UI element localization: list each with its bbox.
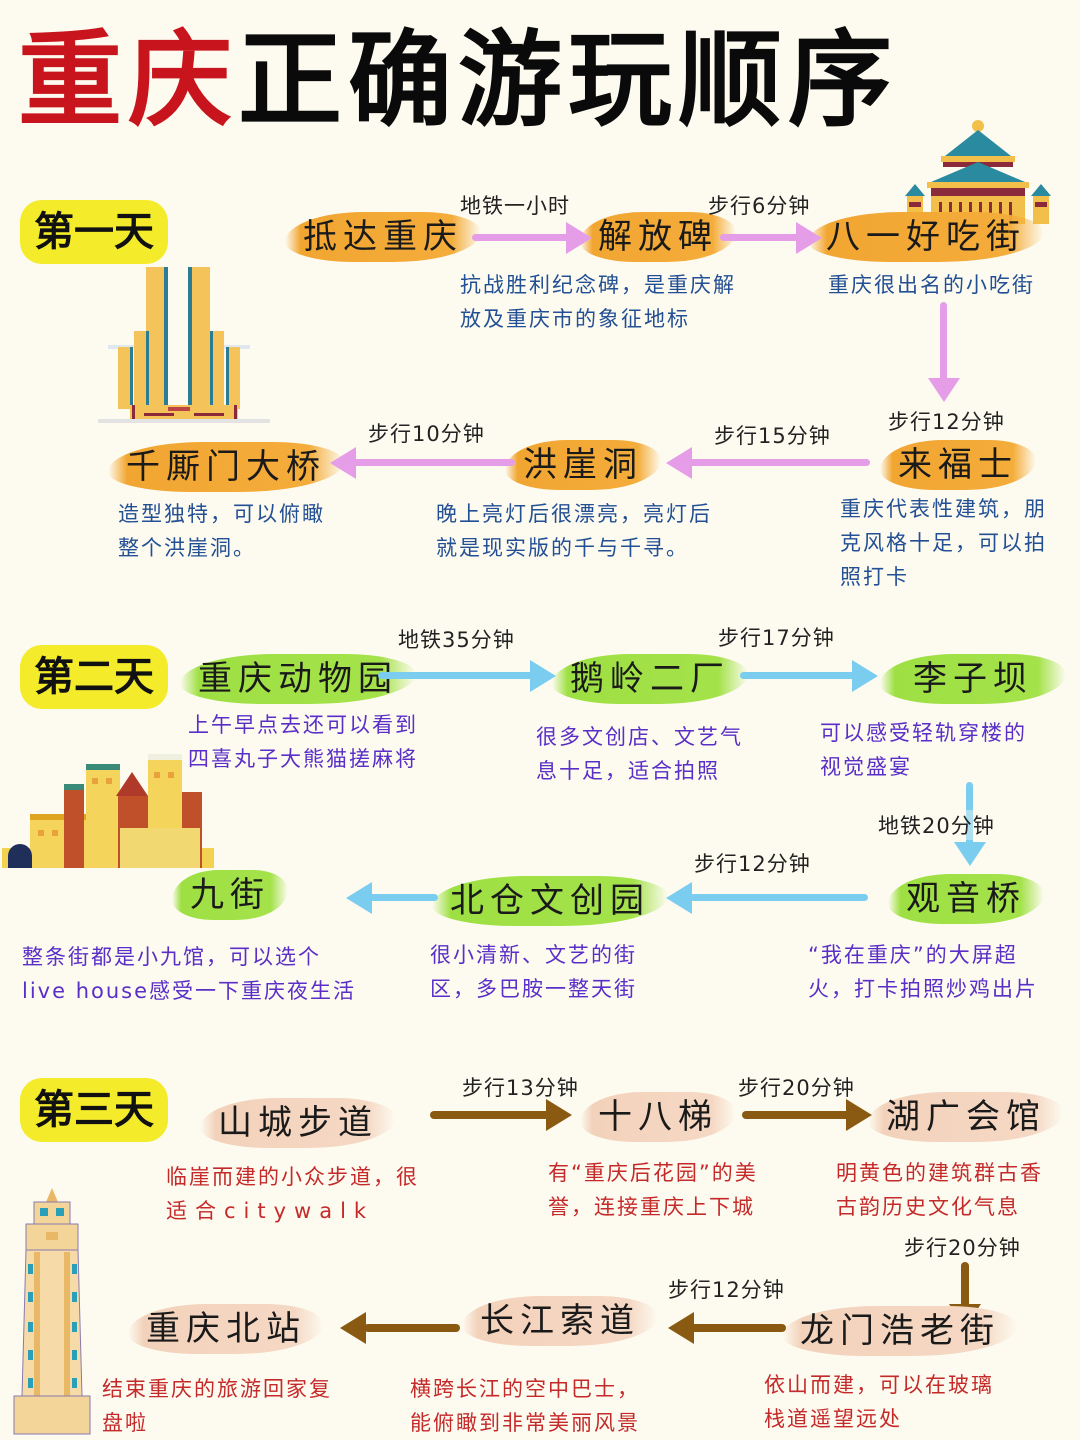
stop-description: 很多文创店、文艺气 息十足，适合拍照 <box>536 725 743 783</box>
raffles-building-illustration <box>98 267 270 423</box>
transit-label: 步行6分钟 <box>708 194 811 218</box>
stop-description: 横跨长江的空中巴士， 能俯瞰到非常美丽风景 <box>410 1377 640 1435</box>
arrowhead-right-icon <box>566 222 592 254</box>
arrowhead-left-icon <box>346 882 372 914</box>
arrowhead-right-icon <box>530 660 556 692</box>
transit-label: 地铁35分钟 <box>398 628 515 652</box>
stop-description: “我在重庆”的大屏超 火，打卡拍照炒鸡出片 <box>808 943 1038 1001</box>
great-hall-illustration <box>905 120 1051 224</box>
stop-qiansimen-bridge: 千厮门大桥 <box>108 442 344 492</box>
arrow-right-icon <box>378 672 540 679</box>
stop-description: 很小清新、文艺的街 区，多巴胺一整天街 <box>430 943 637 1001</box>
transit-label: 步行13分钟 <box>462 1076 579 1100</box>
stop-description: 上午早点去还可以看到 四喜丸子大熊猫搓麻将 <box>188 713 418 771</box>
title-main: 正确游玩顺序 <box>238 17 899 141</box>
stop-description: 依山而建，可以在玻璃 栈道遥望远处 <box>764 1373 994 1431</box>
transit-label: 步行15分钟 <box>714 424 831 448</box>
city-buildings-illustration <box>2 754 214 868</box>
stop-hongyadong: 洪崖洞 <box>505 440 661 490</box>
transit-label: 地铁20分钟 <box>878 810 995 840</box>
stop-longmenhao-old-street: 龙门浩老街 <box>782 1306 1018 1356</box>
stop-chongqing-zoo: 重庆动物园 <box>180 654 416 704</box>
stop-description: 结束重庆的旅游回家复 盘啦 <box>102 1377 332 1435</box>
day1-badge: 第一天 <box>20 200 168 264</box>
stop-mountain-city-trail: 山城步道 <box>200 1098 396 1148</box>
stop-arrive-chongqing: 抵达重庆 <box>285 212 481 262</box>
arrow-right-icon <box>742 1111 852 1119</box>
stop-bayi-food-street: 八一好吃街 <box>808 212 1044 262</box>
arrow-down-icon <box>940 302 947 392</box>
stop-description: 抗战胜利纪念碑，是重庆解 放及重庆市的象征地标 <box>460 273 736 331</box>
stop-description: 临崖而建的小众步道，很 适合citywalk <box>166 1165 419 1223</box>
transit-label: 步行17分钟 <box>718 626 835 650</box>
arrow-down-icon <box>961 1262 969 1314</box>
day2-badge: 第二天 <box>20 645 168 709</box>
stop-shibati: 十八梯 <box>580 1092 736 1142</box>
transit-label: 步行20分钟 <box>904 1236 1021 1260</box>
stop-description: 重庆很出名的小吃街 <box>828 273 1035 297</box>
stop-jiujie: 九街 <box>172 870 288 920</box>
arrow-right-icon <box>472 234 582 241</box>
stop-jiefangbei: 解放碑 <box>580 212 736 262</box>
arrow-left-icon <box>368 894 438 901</box>
stop-eling-2nd-factory: 鹅岭二厂 <box>552 654 748 704</box>
transit-label: 步行12分钟 <box>888 410 1005 434</box>
stop-description: 整条街都是小九馆，可以选个 live house感受一下重庆夜生活 <box>22 945 357 1003</box>
stop-guanyinqiao: 观音桥 <box>888 874 1044 924</box>
stop-description: 可以感受轻轨穿楼的 视觉盛宴 <box>820 721 1027 779</box>
arrow-left-icon <box>350 459 515 466</box>
stop-description: 有“重庆后花园”的美 誉，连接重庆上下城 <box>548 1161 758 1219</box>
arrowhead-right-icon <box>852 660 878 692</box>
arrowhead-left-icon <box>666 882 692 914</box>
arrow-left-icon <box>690 1324 786 1332</box>
day3-badge: 第三天 <box>20 1078 168 1142</box>
transit-label: 步行12分钟 <box>694 852 811 876</box>
stop-description: 晚上亮灯后很漂亮，亮灯后 就是现实版的千与千寻。 <box>436 502 712 560</box>
stop-chongqing-north-station: 重庆北站 <box>128 1304 324 1354</box>
arrowhead-left-icon <box>666 447 692 479</box>
arrow-left-icon <box>690 894 868 901</box>
arrow-right-icon <box>720 234 800 241</box>
arrow-right-icon <box>740 672 862 679</box>
arrow-left-icon <box>364 1324 460 1332</box>
arrow-right-icon <box>430 1111 556 1119</box>
arrowhead-right-icon <box>846 1099 872 1131</box>
stop-description: 重庆代表性建筑，朋 克风格十足，可以拍 照打卡 <box>840 497 1047 589</box>
stop-yangtze-cableway: 长江索道 <box>462 1296 658 1346</box>
arrowhead-left-icon <box>340 1312 366 1344</box>
stop-liziba: 李子坝 <box>880 654 1066 704</box>
transit-label: 步行20分钟 <box>738 1076 855 1100</box>
arrowhead-down-icon <box>954 842 986 866</box>
transit-label: 步行10分钟 <box>368 422 485 446</box>
arrowhead-right-icon <box>796 222 822 254</box>
arrowhead-right-icon <box>546 1099 572 1131</box>
arrowhead-left-icon <box>668 1312 694 1344</box>
stop-raffles: 来福士 <box>880 440 1036 490</box>
page-title: 重庆 正确游玩顺序 <box>18 0 898 141</box>
stop-description: 造型独特，可以俯瞰 整个洪崖洞。 <box>118 502 325 560</box>
title-city: 重庆 <box>18 17 239 141</box>
arrow-left-icon <box>688 459 870 466</box>
transit-label: 步行12分钟 <box>668 1278 785 1302</box>
arrow-down-icon <box>966 782 973 852</box>
stop-beicang-park: 北仓文创园 <box>432 876 668 926</box>
stop-huguang-guild-hall: 湖广会馆 <box>868 1092 1064 1142</box>
stop-description: 明黄色的建筑群古香 古韵历史文化气息 <box>836 1161 1043 1219</box>
arrowhead-left-icon <box>330 447 356 479</box>
transit-label: 地铁一小时 <box>460 194 570 218</box>
liberation-monument-illustration <box>13 1188 91 1435</box>
arrowhead-down-icon <box>928 378 960 402</box>
